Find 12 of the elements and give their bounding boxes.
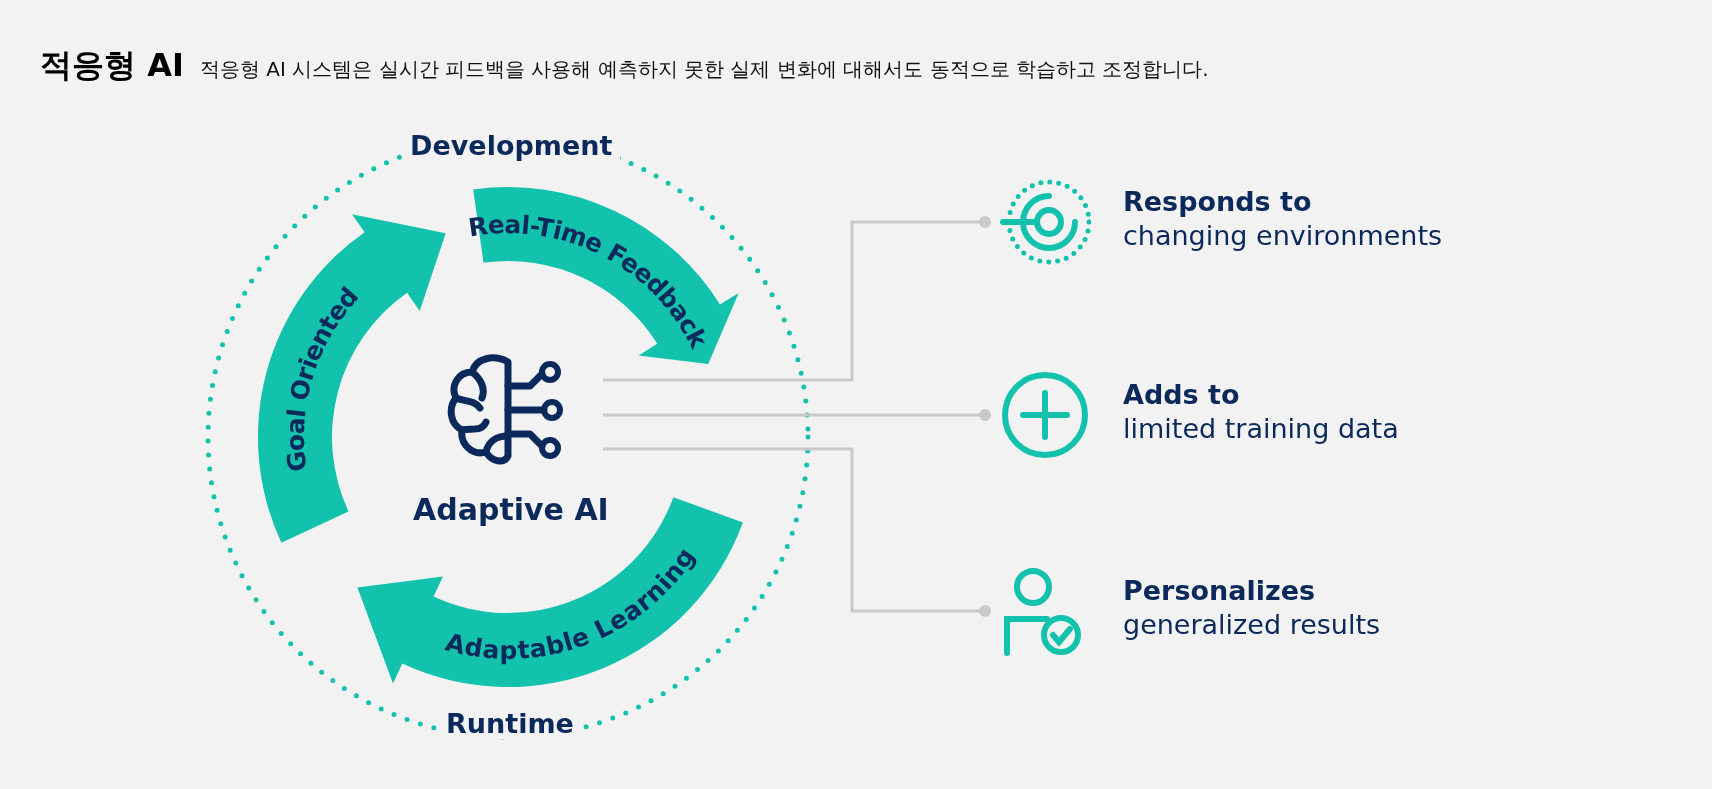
connector-line [603,409,991,421]
heading: 적응형 AI [40,45,184,86]
curved-arrow [466,187,739,365]
item-heading: Responds to [1123,186,1312,217]
item-text: limited training data [1123,413,1399,444]
item-text: changing environments [1123,220,1443,251]
item-heading: Adds to [1123,379,1240,410]
connector-line [603,216,991,382]
connector-line [603,447,991,617]
curved-arrow [357,497,743,687]
item-heading: Personalizes [1123,575,1316,606]
item-text: generalized results [1123,609,1381,640]
